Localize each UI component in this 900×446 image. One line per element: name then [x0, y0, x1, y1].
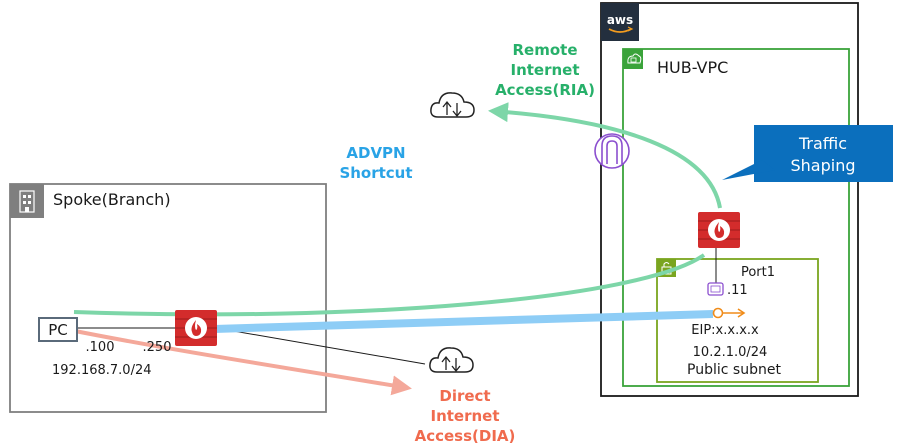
eip-key-icon: [712, 307, 746, 319]
internet-cloud-icon-bottom: [429, 347, 474, 373]
subnet-cidr-label: 10.2.1.0/24: [693, 345, 768, 360]
internet-gateway-icon: [594, 133, 630, 169]
ria-path-lower: [73, 253, 706, 317]
advpn-label: ADVPN Shortcut: [339, 144, 412, 182]
aws-cloud-boundary: aws: [600, 2, 859, 397]
ria-line1: Remote: [512, 41, 577, 59]
hub-vpc-box: HUB-VPC: [622, 48, 850, 387]
spoke-firewall-icon: [175, 310, 217, 346]
building-icon: [10, 184, 44, 218]
subnet-name-label: Public subnet: [687, 362, 781, 378]
dia-line2: Internet: [430, 407, 499, 425]
advpn-line1: ADVPN: [346, 144, 405, 162]
eni-icon: [707, 282, 724, 296]
dia-label: Direct Internet Access(DIA): [415, 387, 516, 445]
port-ip-label: .11: [727, 283, 748, 298]
vpc-icon: [623, 49, 643, 69]
pc-ip-label: .100: [86, 340, 115, 355]
internet-cloud-icon-top: [430, 92, 475, 118]
hub-firewall-icon: [698, 212, 740, 248]
aws-logo-text: aws: [607, 13, 633, 27]
spoke-network-label: 192.168.7.0/24: [52, 363, 152, 378]
advpn-tunnel: [214, 310, 713, 333]
ria-label: Remote Internet Access(RIA): [495, 41, 595, 99]
port-label: Port1: [741, 265, 775, 280]
spoke-title: Spoke(Branch): [53, 190, 171, 209]
ria-path-upper: [488, 102, 722, 209]
eip-label: EIP:x.x.x.x: [691, 323, 759, 338]
ria-line3: Access(RIA): [495, 81, 595, 99]
dia-path: [69, 328, 412, 396]
pc-label: PC: [48, 321, 68, 339]
fw-ip-label: .250: [143, 340, 172, 355]
dia-line3: Access(DIA): [415, 427, 516, 445]
hub-vpc-title: HUB-VPC: [657, 58, 728, 77]
aws-logo-icon: [601, 3, 639, 41]
traffic-shaping-line2: Shaping: [791, 156, 856, 175]
dia-line1: Direct: [439, 387, 490, 405]
ria-line2: Internet: [510, 61, 579, 79]
advpn-line2: Shortcut: [339, 164, 412, 182]
traffic-shaping-callout: Traffic Shaping: [722, 125, 893, 182]
traffic-shaping-line1: Traffic: [798, 134, 847, 153]
spoke-box: Spoke(Branch): [9, 183, 327, 413]
spoke-internet-link: [215, 327, 426, 365]
pc-box: PC: [38, 317, 78, 342]
